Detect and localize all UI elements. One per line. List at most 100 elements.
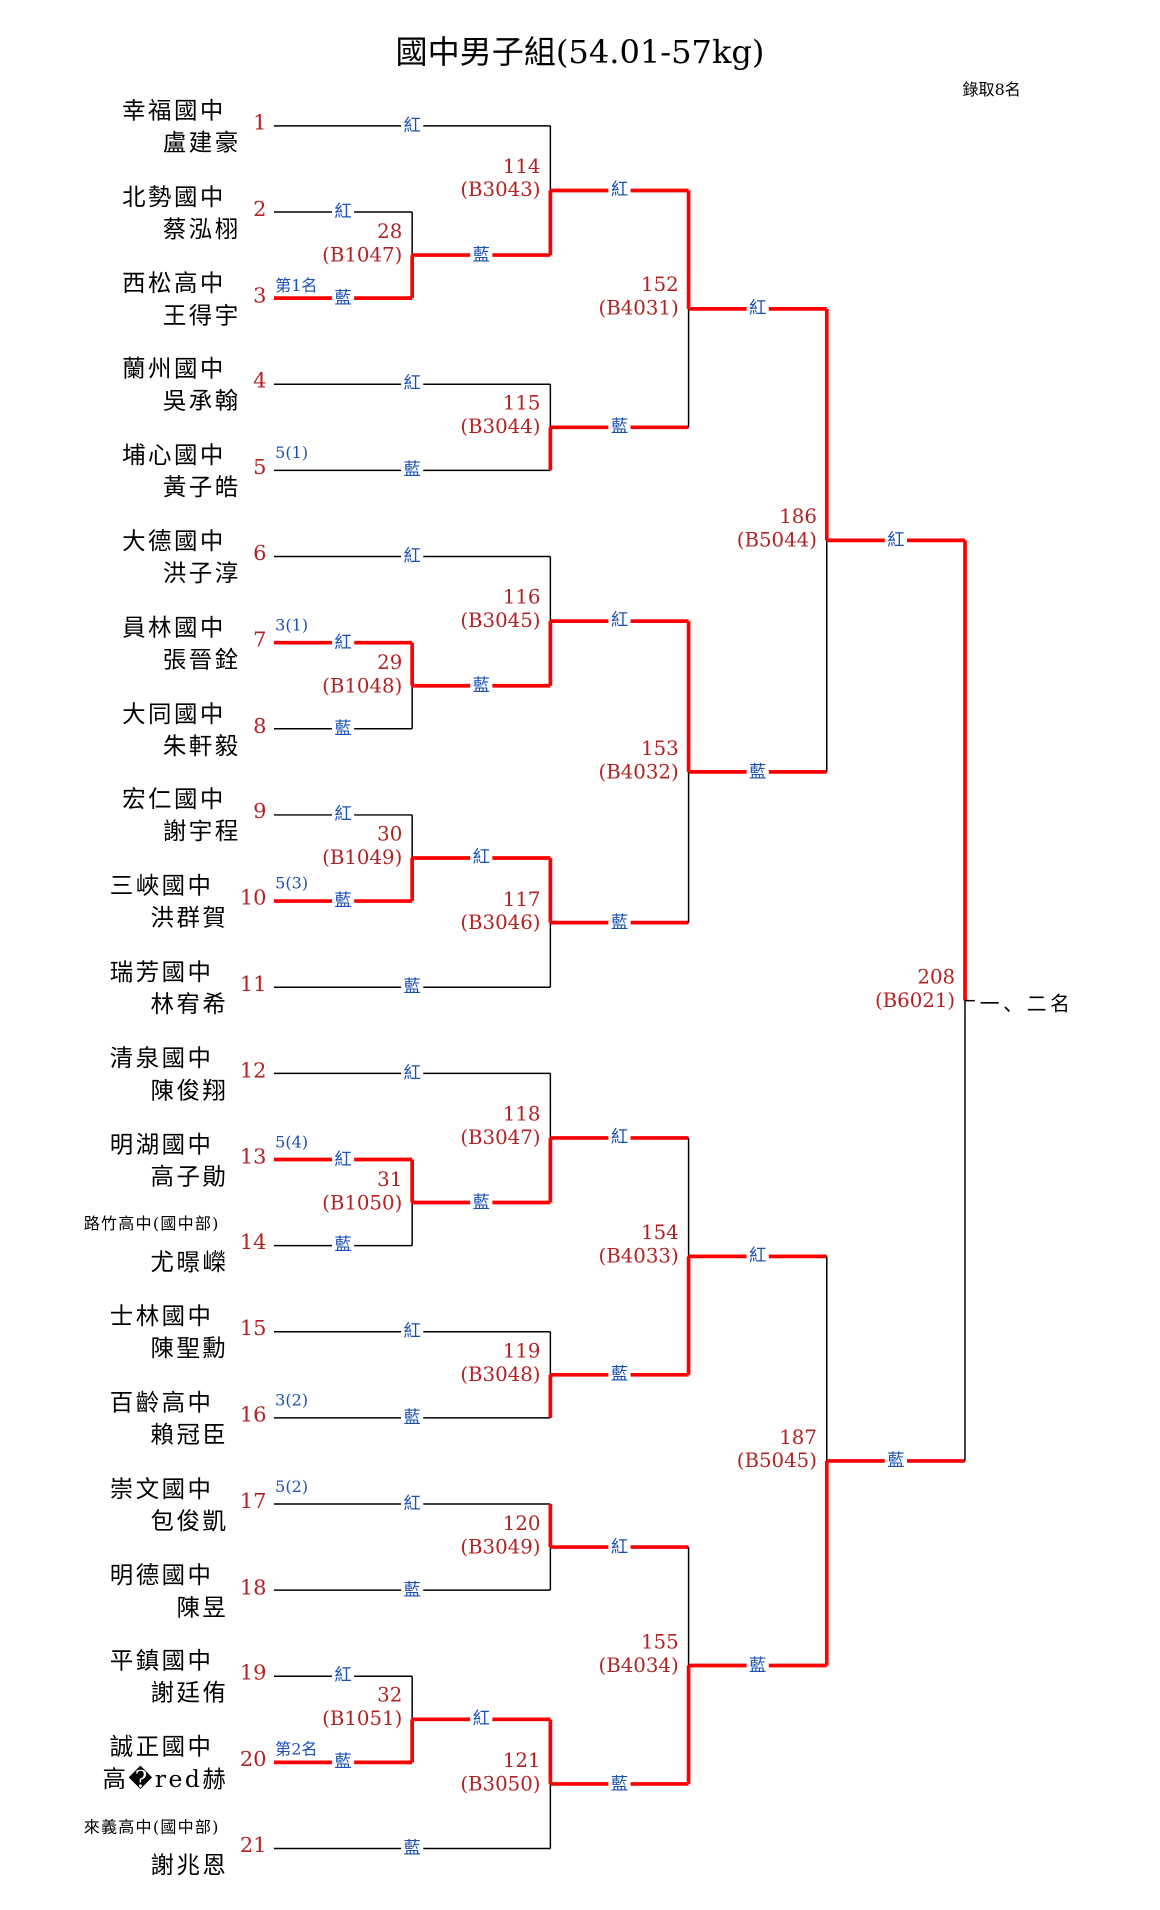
entry-number: 16 — [239, 1403, 267, 1428]
corner-label-blue: 藍 — [608, 1361, 631, 1386]
corner-label-red: 紅 — [401, 112, 424, 137]
match-code: (B1050) — [322, 1190, 403, 1214]
entry-number: 14 — [239, 1230, 267, 1256]
match-number: 208 — [917, 964, 956, 989]
match-number: 152 — [641, 273, 679, 297]
entry-number: 9 — [253, 800, 267, 825]
entry-number: 17 — [239, 1489, 267, 1514]
entry-number: 10 — [239, 886, 267, 911]
corner-label-blue: 藍 — [884, 1447, 907, 1473]
entry-school: 明德國中 — [109, 1561, 214, 1589]
corner-label-blue: 藍 — [608, 1770, 631, 1796]
entry-name: 張晉銓 — [162, 646, 241, 674]
corner-label-blue: 藍 — [746, 1651, 769, 1677]
entry-school: 平鎮國中 — [109, 1647, 214, 1676]
corner-label-red: 紅 — [401, 1490, 424, 1516]
entry-name: 陳俊翔 — [150, 1077, 229, 1105]
corner-label-blue: 藍 — [401, 456, 424, 482]
entry-name: 朱軒毅 — [162, 732, 241, 760]
entry-number: 15 — [239, 1316, 267, 1342]
corner-label-blue: 藍 — [608, 909, 631, 934]
entry-name: 謝兆恩 — [150, 1852, 229, 1880]
match-number: 116 — [502, 585, 541, 609]
entry-school: 誠正國中 — [109, 1734, 214, 1762]
entry-name: 黃子皓 — [162, 474, 241, 502]
entry-number: 6 — [253, 541, 267, 567]
entry-school: 百齡高中 — [109, 1389, 214, 1417]
match-number: 119 — [502, 1339, 541, 1363]
entry-name: 盧建豪 — [162, 129, 241, 157]
entry-name: 蔡泓栩 — [162, 215, 241, 243]
entry-number: 21 — [239, 1833, 267, 1859]
match-code: (B3044) — [460, 414, 541, 439]
match-code: (B5044) — [736, 528, 817, 552]
corner-label-red: 紅 — [331, 629, 355, 654]
match-code: (B3050) — [460, 1771, 541, 1796]
entry-school: 幸福國中 — [122, 97, 226, 125]
corner-label-red: 紅 — [401, 1318, 424, 1343]
corner-label-red: 紅 — [746, 1242, 769, 1268]
entry-result-note: 3(2) — [275, 1391, 309, 1411]
entry-school: 埔心國中 — [122, 442, 226, 470]
corner-label-red: 紅 — [608, 1533, 631, 1559]
entry-school: 清泉國中 — [109, 1044, 214, 1073]
corner-label-blue: 藍 — [608, 413, 631, 439]
entry-name: 洪群賀 — [150, 904, 229, 932]
match-number: 155 — [641, 1629, 679, 1654]
entry-number: 12 — [239, 1058, 267, 1084]
corner-label-red: 紅 — [608, 1124, 631, 1150]
corner-label-red: 紅 — [401, 542, 424, 568]
entry-school: 蘭州國中 — [122, 355, 226, 384]
match-code: (B4031) — [598, 296, 679, 320]
match-code: (B5045) — [736, 1448, 817, 1473]
entry-number: 13 — [239, 1144, 267, 1170]
entry-result-note: 5(1) — [275, 444, 309, 463]
entry-result-note: 5(3) — [275, 875, 309, 894]
corner-label-blue: 藍 — [331, 887, 355, 913]
entry-school: 路竹高中(國中部) — [83, 1215, 220, 1235]
entry-school: 三峽國中 — [109, 872, 214, 900]
entry-name: 謝廷侑 — [150, 1679, 229, 1708]
entry-number: 4 — [253, 369, 267, 395]
match-code: (B3046) — [460, 910, 541, 934]
match-number: 30 — [377, 822, 403, 846]
corner-label-red: 紅 — [470, 1705, 493, 1731]
corner-label-red: 紅 — [746, 295, 769, 320]
entry-name: 吳承翰 — [162, 387, 241, 416]
entry-number: 20 — [239, 1747, 267, 1773]
entry-number: 11 — [239, 972, 267, 998]
match-number: 114 — [502, 154, 541, 179]
entry-name: 尤暻嶸 — [150, 1249, 229, 1277]
corner-label-red: 紅 — [331, 1662, 355, 1688]
match-number: 186 — [779, 504, 817, 529]
match-code: (B3045) — [460, 608, 541, 633]
match-code: (B6021) — [874, 988, 956, 1012]
entry-number: 5 — [253, 455, 267, 481]
match-number: 115 — [502, 391, 541, 415]
corner-label-red: 紅 — [331, 198, 355, 224]
page-title: 國中男子組(54.01-57kg) — [395, 34, 765, 72]
corner-label-blue: 藍 — [470, 672, 493, 697]
entry-number: 19 — [239, 1661, 267, 1687]
entry-school: 員林國中 — [122, 614, 226, 642]
match-code: (B1051) — [322, 1706, 403, 1731]
entry-school: 宏仁國中 — [122, 786, 226, 814]
corner-label-red: 紅 — [331, 801, 355, 827]
quota-label: 錄取8名 — [962, 81, 1021, 100]
corner-label-blue: 藍 — [401, 1404, 424, 1429]
entry-name: 陳聖勳 — [150, 1335, 229, 1363]
entry-name: 王得宇 — [162, 301, 241, 329]
entry-school: 大同國中 — [122, 700, 226, 728]
corner-label-blue: 藍 — [746, 758, 769, 783]
entry-name: 洪子淳 — [162, 560, 241, 588]
match-number: 118 — [502, 1102, 541, 1126]
entry-name: 高子勛 — [150, 1163, 229, 1191]
corner-label-blue: 藍 — [470, 241, 493, 267]
match-number: 187 — [779, 1425, 817, 1449]
entry-name: 陳昱 — [176, 1593, 229, 1621]
corner-label-blue: 藍 — [401, 973, 424, 999]
entry-name: 林宥希 — [150, 990, 229, 1019]
entry-name: 包俊凱 — [150, 1507, 229, 1535]
match-code: (B1049) — [322, 845, 403, 870]
corner-label-red: 紅 — [884, 526, 907, 552]
